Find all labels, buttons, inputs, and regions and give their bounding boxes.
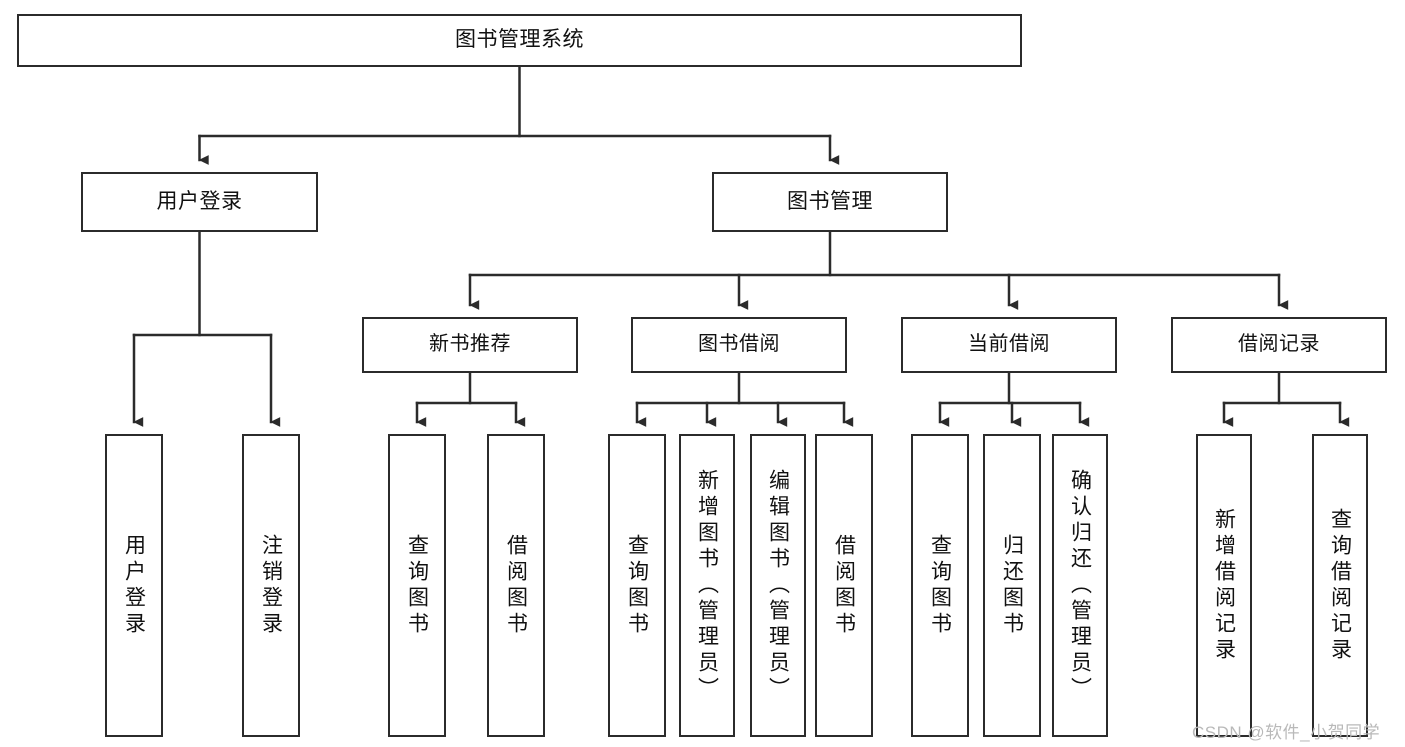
node-label: 新增图书（管理员）: [695, 468, 719, 703]
node-label: 图书管理系统: [455, 28, 584, 52]
node-label: 查询图书: [405, 533, 429, 638]
node-root-system[interactable]: 图书管理系统: [17, 14, 1022, 67]
node-label: 确认归还（管理员）: [1068, 468, 1092, 703]
node-leaf-edit-book-admin[interactable]: 编辑图书（管理员）: [750, 434, 806, 737]
node-book-borrow[interactable]: 图书借阅: [631, 317, 847, 373]
node-label: 注销登录: [259, 533, 283, 638]
node-label: 用户登录: [122, 533, 146, 638]
node-leaf-borrow-book[interactable]: 借阅图书: [815, 434, 873, 737]
node-leaf-borrow-book-recommend[interactable]: 借阅图书: [487, 434, 545, 737]
node-label: 图书借阅: [698, 333, 780, 356]
node-leaf-query-book-borrow[interactable]: 查询图书: [608, 434, 666, 737]
node-label: 图书管理: [787, 189, 873, 213]
node-leaf-user-logout[interactable]: 注销登录: [242, 434, 300, 737]
node-label: 查询图书: [928, 533, 952, 638]
node-leaf-query-book-current[interactable]: 查询图书: [911, 434, 969, 737]
node-new-book-recommend[interactable]: 新书推荐: [362, 317, 578, 373]
node-label: 编辑图书（管理员）: [766, 468, 790, 703]
node-label: 当前借阅: [968, 333, 1050, 356]
node-label: 借阅图书: [504, 533, 528, 638]
node-label: 借阅记录: [1238, 333, 1320, 356]
node-label: 借阅图书: [832, 533, 856, 638]
node-label: 查询图书: [625, 533, 649, 638]
node-leaf-return-book[interactable]: 归还图书: [983, 434, 1041, 737]
node-label: 新增借阅记录: [1212, 507, 1236, 664]
node-book-manage[interactable]: 图书管理: [712, 172, 948, 232]
node-leaf-add-borrow-record[interactable]: 新增借阅记录: [1196, 434, 1252, 737]
node-label: 查询借阅记录: [1328, 507, 1352, 664]
node-label: 新书推荐: [429, 333, 511, 356]
node-leaf-add-book-admin[interactable]: 新增图书（管理员）: [679, 434, 735, 737]
node-current-borrow[interactable]: 当前借阅: [901, 317, 1117, 373]
node-label: 归还图书: [1000, 533, 1024, 638]
node-leaf-query-borrow-record[interactable]: 查询借阅记录: [1312, 434, 1368, 737]
node-leaf-user-login[interactable]: 用户登录: [105, 434, 163, 737]
node-borrow-records[interactable]: 借阅记录: [1171, 317, 1387, 373]
node-leaf-confirm-return-admin[interactable]: 确认归还（管理员）: [1052, 434, 1108, 737]
node-leaf-query-book-recommend[interactable]: 查询图书: [388, 434, 446, 737]
node-user-login[interactable]: 用户登录: [81, 172, 318, 232]
node-label: 用户登录: [156, 189, 243, 213]
